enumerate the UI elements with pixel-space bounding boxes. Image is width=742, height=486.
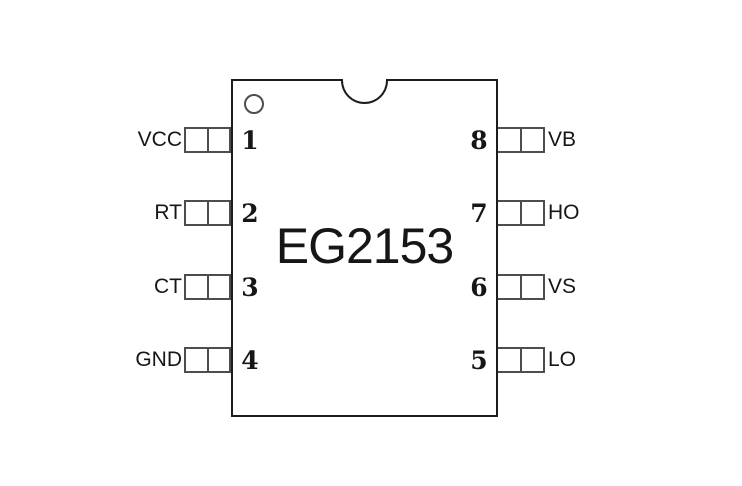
- pin-number-7: 7: [470, 199, 488, 228]
- pin-label-ct: CT: [154, 275, 182, 298]
- pin-label-ho: HO: [548, 201, 580, 224]
- pin-number-8: 8: [470, 126, 488, 155]
- pin-number-4: 4: [241, 346, 259, 375]
- pin-number-1: 1: [241, 126, 259, 155]
- chip-body: [231, 79, 498, 417]
- pin-label-lo: LO: [548, 348, 577, 371]
- pin-lead-4: [184, 347, 231, 373]
- pin-label-gnd: GND: [135, 348, 182, 371]
- pin-lead-2: [184, 200, 231, 226]
- pin-lead-6: [496, 274, 545, 300]
- pin-label-vb: VB: [548, 128, 577, 151]
- part-number: EG2153: [275, 218, 454, 274]
- pin-number-6: 6: [470, 273, 488, 302]
- pin-number-5: 5: [470, 346, 488, 375]
- pin1-indicator-icon: [244, 94, 264, 114]
- pin-label-vcc: VCC: [137, 128, 182, 151]
- pin-number-3: 3: [241, 273, 259, 302]
- pin-label-vs: VS: [548, 275, 577, 298]
- pin-lead-7: [496, 200, 545, 226]
- pin-lead-8: [496, 127, 545, 153]
- pin-number-2: 2: [241, 199, 259, 228]
- pin-lead-1: [184, 127, 231, 153]
- pin-lead-3: [184, 274, 231, 300]
- pin-lead-5: [496, 347, 545, 373]
- pin-label-rt: RT: [154, 201, 182, 224]
